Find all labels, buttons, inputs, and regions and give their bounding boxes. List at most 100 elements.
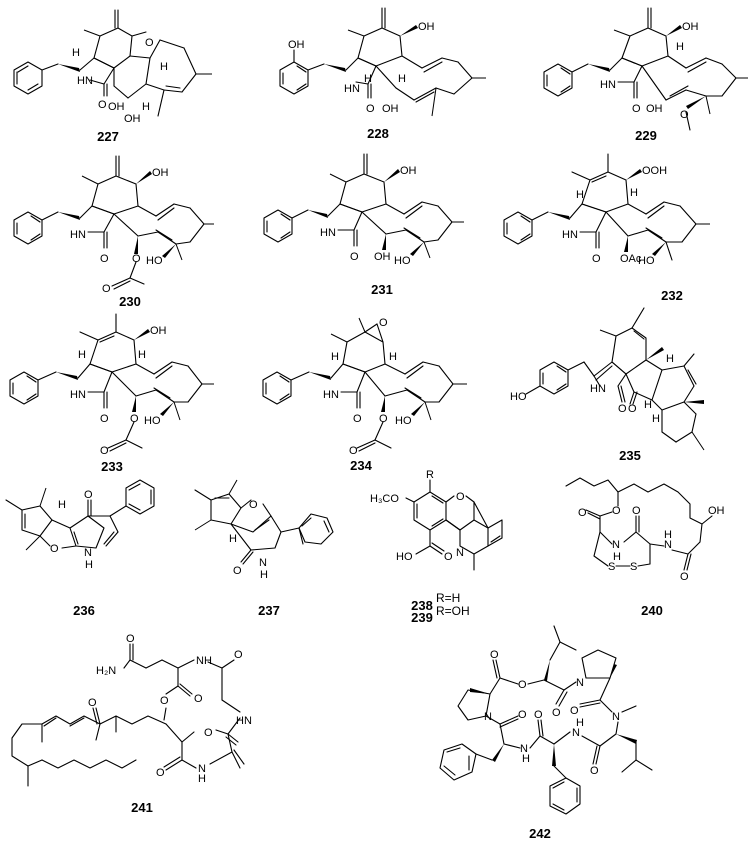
svg-text:O: O <box>552 707 561 719</box>
svg-text:HN: HN <box>344 83 360 95</box>
compound-229: OH H HN O OH O 229 <box>500 0 750 150</box>
svg-text:O: O <box>570 705 579 717</box>
svg-text:O: O <box>50 543 59 555</box>
compound-label: 231 <box>371 282 393 297</box>
compound-label-239: 239 <box>411 610 433 625</box>
svg-text:H: H <box>85 559 93 571</box>
svg-text:HN: HN <box>236 715 252 727</box>
svg-text:N: N <box>612 539 620 551</box>
svg-text:N: N <box>259 557 267 569</box>
compound-233: OH H H HN O O O HO 233 <box>0 308 240 474</box>
svg-text:O: O <box>132 253 141 265</box>
compound-label: 233 <box>101 459 123 474</box>
compound-label: 227 <box>97 129 119 144</box>
structure-236: H O O N H <box>5 479 155 571</box>
compound-238-239: R H₃CO O HO O N 238 239 R=H R=OH <box>370 462 560 625</box>
structure-230: OH HN O O O HO <box>13 155 214 295</box>
svg-text:H: H <box>142 101 150 113</box>
structure-231: OH HN O OH HO <box>263 153 464 267</box>
svg-text:H: H <box>138 349 146 361</box>
svg-text:N: N <box>520 743 528 755</box>
compound-234: O H H HN O O O HO 234 <box>255 308 495 473</box>
svg-text:H: H <box>364 73 372 85</box>
svg-text:N: N <box>664 539 672 551</box>
svg-text:N: N <box>456 547 464 559</box>
svg-text:O: O <box>204 727 213 739</box>
svg-text:N: N <box>198 763 206 775</box>
compound-241: O H₂N NH O O O O HN O O N H 241 <box>0 620 380 825</box>
svg-text:O: O <box>100 445 109 457</box>
svg-text:NH: NH <box>196 655 212 667</box>
svg-text:N: N <box>484 711 492 723</box>
svg-text:O: O <box>130 413 139 425</box>
structure-241: O H₂N NH O O O O HN O O N H <box>11 633 252 787</box>
svg-text:H: H <box>576 189 584 201</box>
svg-text:OH: OH <box>288 39 305 51</box>
svg-text:H: H <box>666 353 674 365</box>
svg-text:H: H <box>58 499 66 511</box>
svg-text:O: O <box>518 709 527 721</box>
substituent-r-h: R=H <box>436 591 461 605</box>
svg-text:HN: HN <box>70 389 86 401</box>
svg-text:HO: HO <box>146 255 163 267</box>
svg-text:O: O <box>88 697 97 709</box>
svg-text:OOH: OOH <box>642 165 667 177</box>
compound-236: H O O N H 236 <box>0 470 180 620</box>
svg-text:HN: HN <box>323 389 339 401</box>
svg-text:S: S <box>630 561 637 573</box>
svg-text:HN: HN <box>600 79 616 91</box>
compound-230: OH HN O O O HO 230 <box>0 150 240 310</box>
svg-text:O: O <box>366 103 375 115</box>
svg-text:H: H <box>664 529 672 541</box>
svg-text:H: H <box>613 551 621 563</box>
svg-text:O: O <box>456 491 465 503</box>
compound-232: OOH H H HN O OAc HO 232 <box>500 150 750 310</box>
compound-label: 236 <box>73 603 95 618</box>
svg-text:O: O <box>98 99 107 111</box>
svg-text:O: O <box>534 709 543 721</box>
svg-text:HN: HN <box>320 227 336 239</box>
svg-text:OH: OH <box>150 325 167 337</box>
svg-text:H: H <box>78 349 86 361</box>
structure-235: HO HN O O H H H <box>510 307 705 451</box>
svg-text:R: R <box>426 469 434 481</box>
svg-text:HN: HN <box>562 229 578 241</box>
compound-label-238: 238 <box>411 598 433 613</box>
svg-text:O: O <box>249 499 258 511</box>
svg-text:O: O <box>160 695 169 707</box>
svg-text:O: O <box>578 507 587 519</box>
structure-228: OH OH HN O OH H H <box>279 7 486 117</box>
compound-label: 242 <box>529 826 551 841</box>
svg-text:O: O <box>102 283 111 295</box>
svg-text:O: O <box>349 445 358 457</box>
compound-240: O O OH O N H N H O S S 240 <box>560 470 750 620</box>
svg-text:HO: HO <box>396 551 413 563</box>
svg-text:N: N <box>576 677 584 689</box>
svg-text:O: O <box>444 551 453 563</box>
svg-text:O: O <box>350 251 359 263</box>
compound-label: 230 <box>119 294 141 309</box>
structure-237: O H O N H <box>194 479 334 581</box>
svg-text:O: O <box>490 649 499 661</box>
svg-text:N: N <box>612 711 620 723</box>
compound-228: OH OH HN O OH H H 228 <box>250 0 490 150</box>
svg-text:H: H <box>72 47 80 59</box>
svg-text:O: O <box>632 103 641 115</box>
svg-text:O: O <box>353 413 362 425</box>
svg-text:OH: OH <box>418 21 435 33</box>
svg-text:O: O <box>680 571 689 583</box>
structure-240: O O OH O N H N H O S S <box>565 477 725 583</box>
structure-238-239: R H₃CO O HO O N <box>370 469 503 571</box>
svg-text:OH: OH <box>708 505 725 517</box>
svg-text:O: O <box>100 253 109 265</box>
svg-text:OH: OH <box>646 103 663 115</box>
compound-231: OH HN O OH HO 231 <box>250 150 490 310</box>
svg-text:OH: OH <box>124 113 141 125</box>
svg-text:HO: HO <box>638 255 655 267</box>
compound-label: 234 <box>350 458 372 473</box>
structure-234: O H H HN O O O HO <box>262 317 467 457</box>
svg-text:O: O <box>628 403 637 415</box>
svg-text:H: H <box>389 351 397 363</box>
svg-text:O: O <box>84 489 93 501</box>
svg-text:O: O <box>379 413 388 425</box>
